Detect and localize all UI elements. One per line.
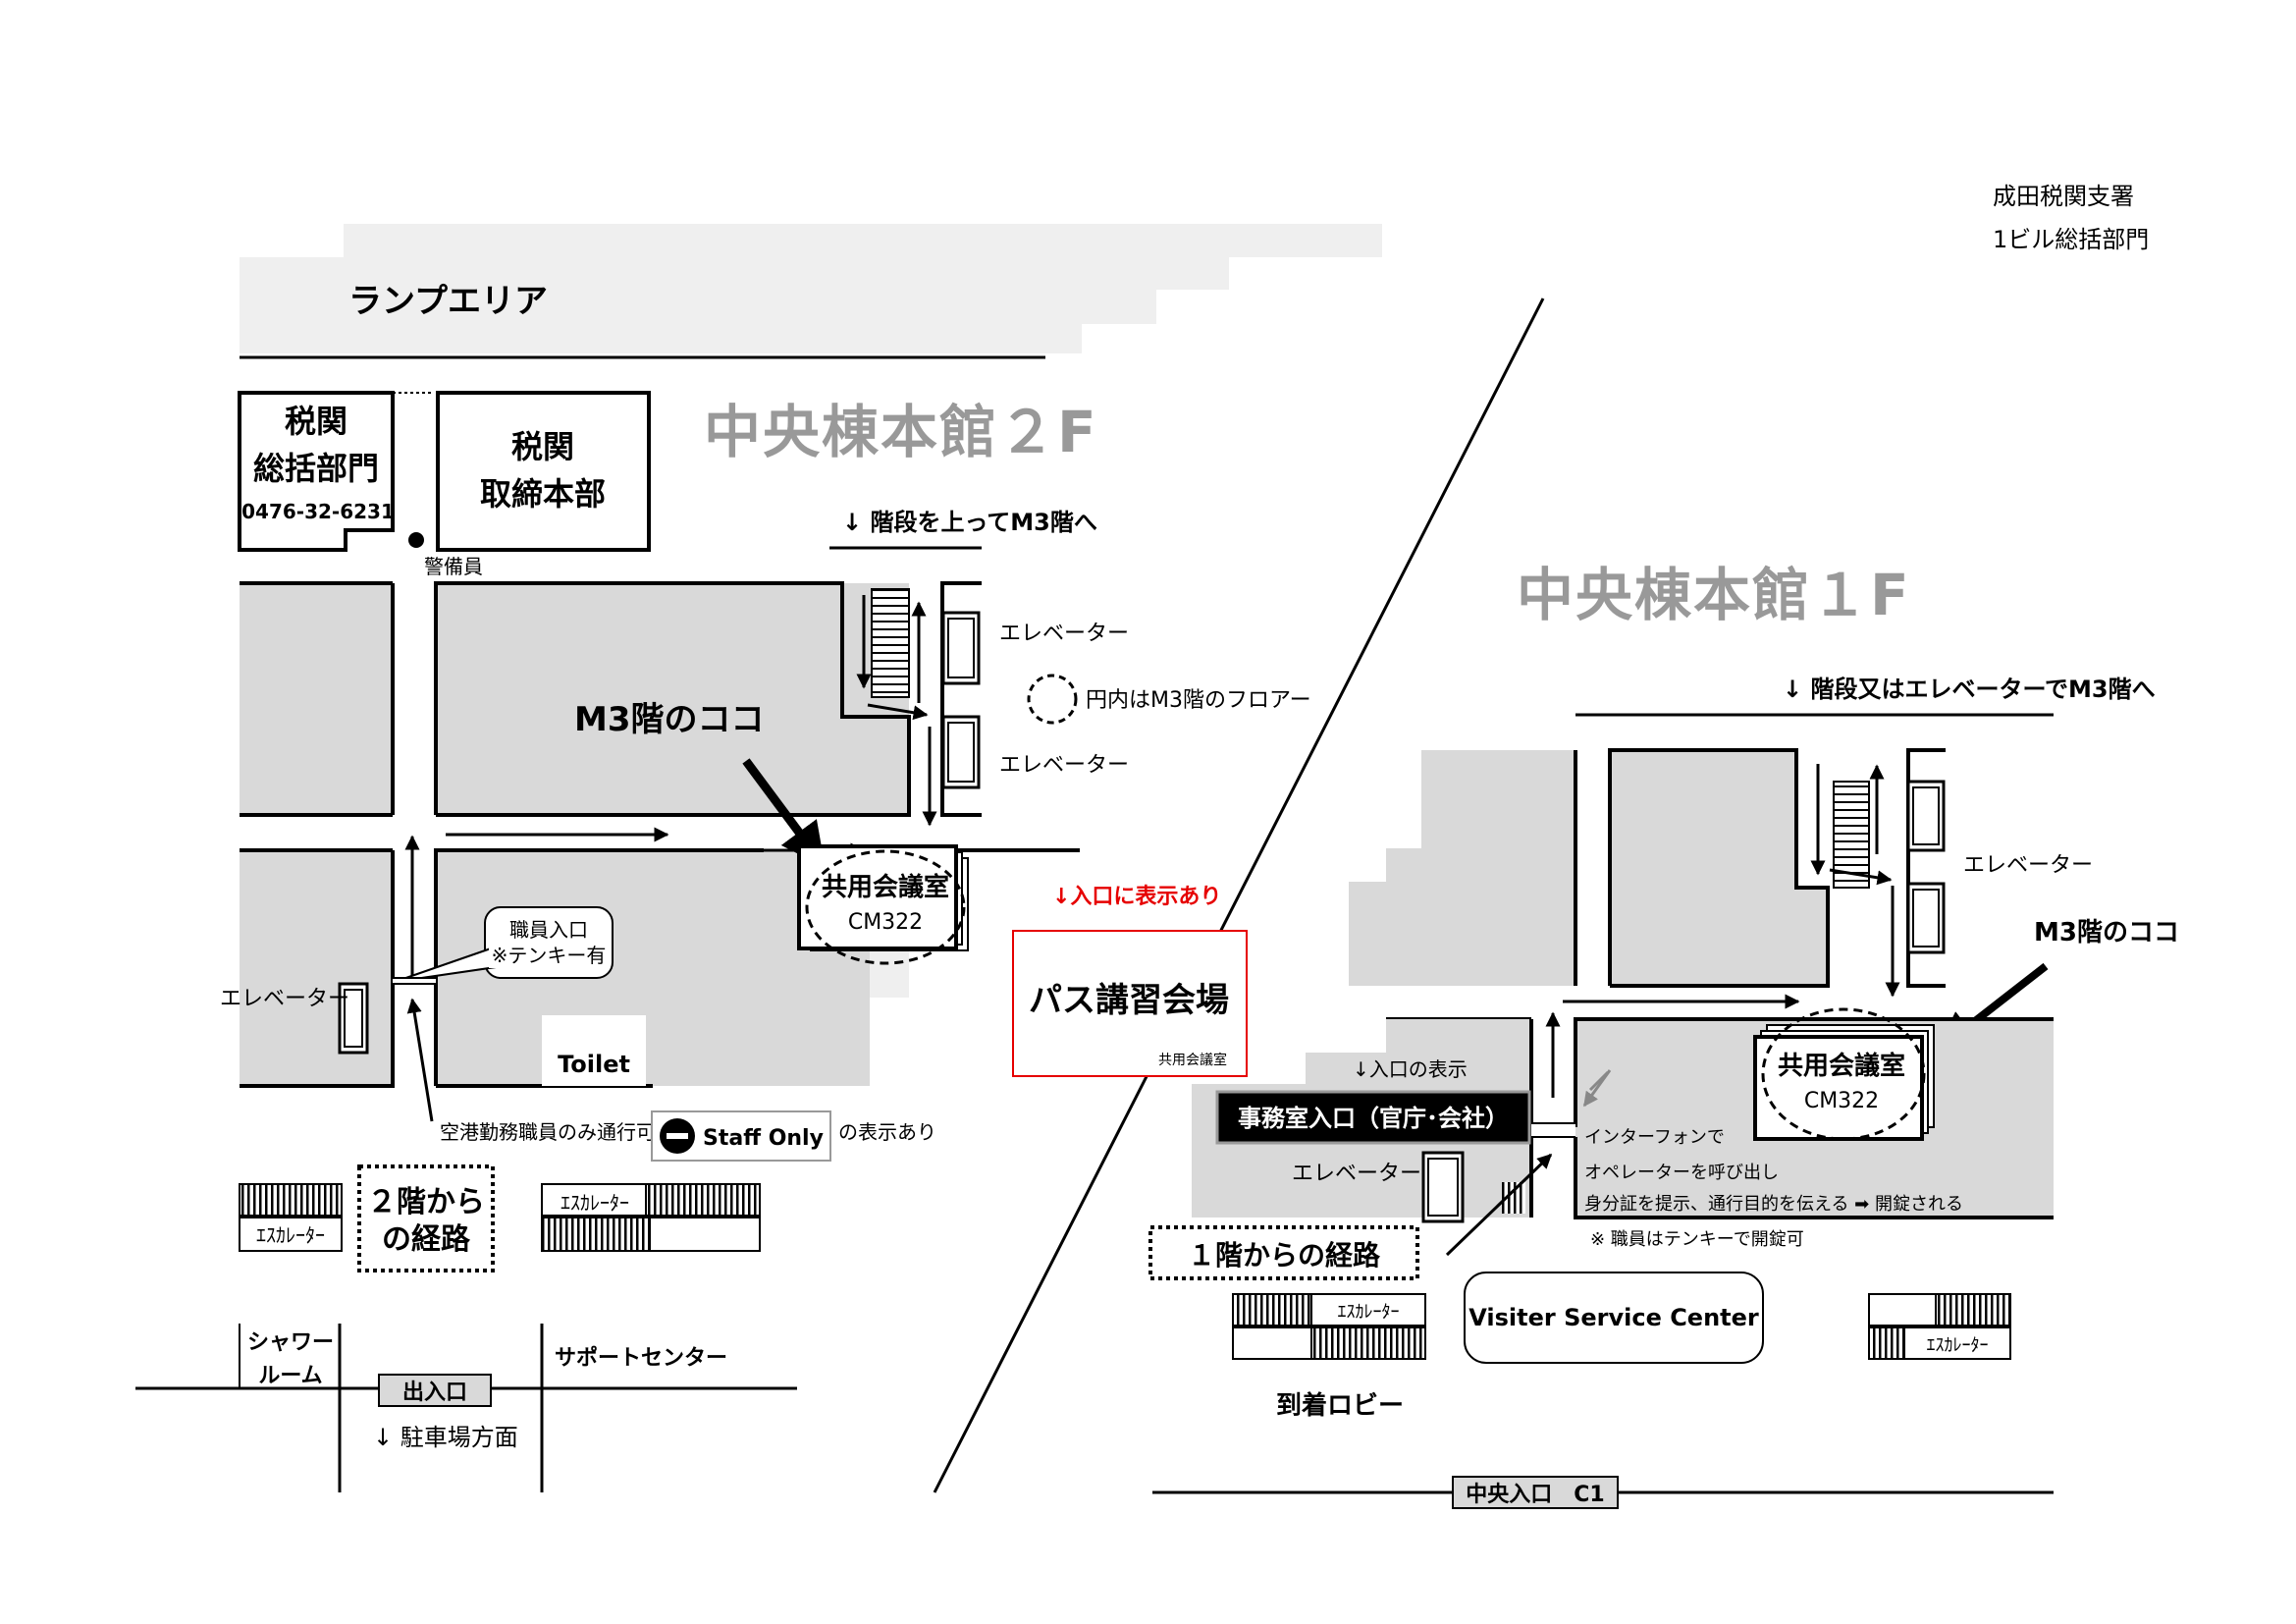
staff-keypad-note: ※ 職員はテンキーで開錠可 [1590, 1229, 1804, 1250]
central-entrance-label: 中央入口 C1 [1466, 1482, 1604, 1507]
entrance-sign-sub: 共用会議室 [1158, 1052, 1227, 1068]
customs-enforcement-line1: 税関 [511, 428, 574, 465]
stairs-up-note: ↓ 階段を上ってM3階へ [842, 509, 1097, 536]
escalator-left-1f-label: ｴｽｶﾚｰﾀｰ [1338, 1302, 1400, 1323]
meeting-room-2f-name: 共用会議室 [822, 872, 949, 902]
show-id-text: 身分証を提示、通行目的を伝える ➡ 開錠される [1584, 1194, 1963, 1215]
arrival-lobby-label: 到着ロビー [1276, 1390, 1404, 1421]
m3-here-2f: M3階のココ [574, 700, 765, 739]
stairs-elevator-note: ↓ 階段又はエレベーターでM3階へ [1783, 676, 2156, 703]
m3-here-1f: M3階のココ [2034, 918, 2179, 947]
exit-label: 出入口 [402, 1380, 467, 1405]
elevator-right-1f-label: エレベーター [1963, 853, 2093, 878]
customs-general-line1: 税関 [285, 403, 347, 440]
staff-entrance-label: 職員入口 [509, 918, 588, 942]
elevator-lower-1f-label: エレベーター [1292, 1162, 1421, 1186]
shower-room-line2: ルーム [258, 1364, 322, 1388]
customs-phone: 0476-32-6231 [241, 500, 395, 523]
meeting-room-1f-name: 共用会議室 [1778, 1051, 1905, 1081]
entrance-display-label: ↓入口の表示 [1353, 1057, 1468, 1081]
staff-only-text: Staff Only [703, 1126, 824, 1151]
route-2f-line2: の経路 [382, 1222, 471, 1257]
toilet-label: Toilet [558, 1051, 630, 1078]
elevator-top-label: エレベーター [999, 622, 1129, 646]
keypad-note: ※テンキー有 [492, 944, 607, 967]
visitor-service-center [1464, 1272, 1764, 1364]
meeting-room-2f-code: CM322 [848, 910, 923, 935]
parking-direction: ↓ 駐車場方面 [373, 1424, 518, 1451]
call-operator-text: オペレーターを呼び出し [1584, 1163, 1779, 1183]
route-1f-label: １階からの経路 [1188, 1239, 1381, 1272]
floor-1-title: 中央棟本館１F [1517, 562, 1911, 628]
escalator-right-2f [649, 1217, 761, 1252]
airport-staff-only-note: 空港勤務職員のみ通行可 [440, 1120, 656, 1144]
ramp-area-label: ランプエリア [348, 282, 548, 321]
office-entrance-sign [1215, 1090, 1531, 1145]
elevator-left-label: エレベーター [220, 987, 349, 1011]
elevator-mid-label: エレベーター [999, 753, 1129, 778]
entrance-sign-title: パス講習会場 [1029, 981, 1229, 1020]
route-from-2f [357, 1164, 495, 1272]
floor-divider [933, 298, 1545, 1493]
customs-enforcement-line2: 取締本部 [480, 475, 606, 513]
meeting-room-1f-code: CM322 [1804, 1089, 1879, 1113]
entrance-sign-panel: ↓入口に表示あり パス講習会場 共用会議室 [1012, 885, 1248, 1077]
customs-general-line2: 総括部門 [253, 450, 379, 487]
visitor-center-label: Visiter Service Center [1468, 1304, 1759, 1331]
circle-note: 円内はM3階のフロアー [1086, 688, 1311, 713]
office-name: 成田税関支署 [1993, 183, 2134, 210]
escalator-left-2f-label: ｴｽｶﾚｰﾀｰ [256, 1223, 325, 1247]
floor-2-plan: ランプエリア 中央棟本館２F 税関 総括部門 0476-32-6231 警備員 … [135, 224, 1382, 1492]
floor-2-title: 中央棟本館２F [704, 399, 1098, 465]
central-entrance-box [1452, 1476, 1619, 1509]
route-from-1f [1148, 1225, 1419, 1280]
exit-box [378, 1374, 492, 1407]
intercom-text: インターフォンで [1584, 1127, 1725, 1148]
route-2f-line1: ２階から [367, 1185, 485, 1219]
sign-note: の表示あり [838, 1120, 936, 1144]
escalator-left-2f [239, 1217, 343, 1252]
shower-room-line1: シャワー [247, 1330, 334, 1355]
section-name: 1ビル総括部門 [1993, 226, 2149, 253]
escalator-left-1f [1310, 1293, 1426, 1326]
guard-label: 警備員 [424, 555, 483, 578]
escalator-right-1f-label: ｴｽｶﾚｰﾀｰ [1927, 1335, 1989, 1356]
escalator-right-2f-label: ｴｽｶﾚｰﾀｰ [561, 1191, 629, 1215]
office-entrance-label: 事務室入口（官庁･会社） [1238, 1105, 1509, 1132]
escalator-right-1f [1903, 1326, 2011, 1360]
floor-1-plan: 中央棟本館１F ↓ 階段又はエレベーターでM3階へ エレベーター M3階のココ [1148, 562, 2179, 1509]
guard-marker [408, 532, 424, 548]
entrance-sign-note: ↓入口に表示あり [1052, 885, 1221, 909]
support-center-label: サポートセンター [555, 1345, 727, 1371]
